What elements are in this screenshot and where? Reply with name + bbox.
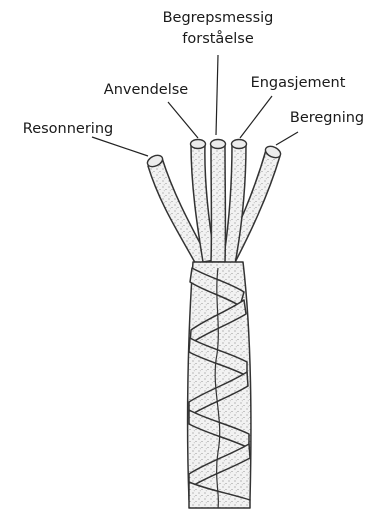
leader-line-engagement bbox=[240, 96, 272, 138]
label-conceptual-line2: forståelse bbox=[182, 30, 254, 47]
label-computation: Beregning bbox=[290, 110, 364, 126]
label-conceptual-line1: Begrepsmessig bbox=[163, 10, 274, 26]
strand-conceptual bbox=[211, 144, 225, 262]
leader-line-conceptual bbox=[216, 55, 218, 135]
label-application: Anvendelse bbox=[104, 82, 189, 98]
strand-end-application bbox=[191, 140, 206, 149]
leader-line-computation bbox=[276, 132, 298, 145]
rope-strands bbox=[148, 144, 280, 272]
leader-line-reasoning bbox=[92, 137, 148, 156]
strand-end-conceptual bbox=[211, 140, 226, 149]
strand-end-engagement bbox=[232, 140, 247, 149]
leader-line-application bbox=[168, 102, 198, 138]
braided-rope bbox=[188, 262, 251, 508]
labels: Begrepsmessig forståelse Anvendelse Enga… bbox=[23, 10, 364, 137]
label-reasoning: Resonnering bbox=[23, 121, 113, 137]
label-engagement: Engasjement bbox=[251, 75, 346, 91]
